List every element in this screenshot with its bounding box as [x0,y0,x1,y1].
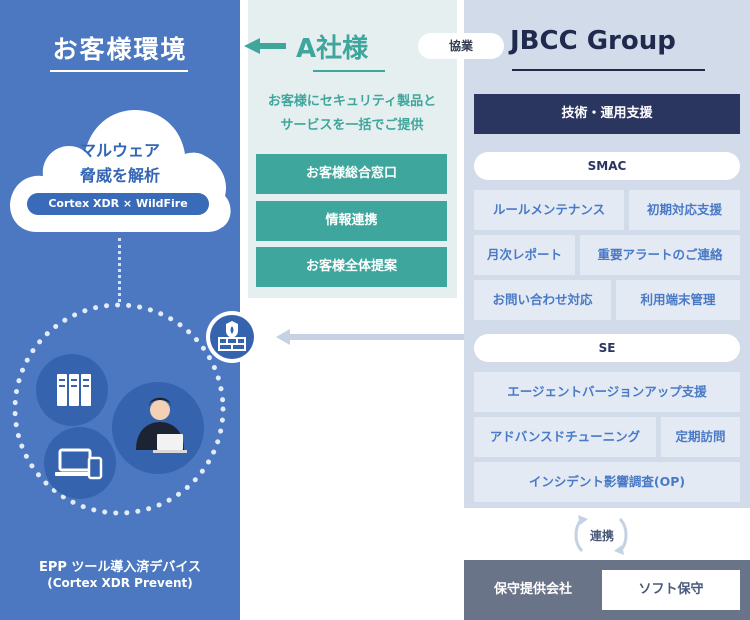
person-laptop-icon [112,382,204,474]
cortex-wildfire-badge: Cortex XDR × WildFire [27,193,209,215]
partnership-badge: 協業 [418,33,504,59]
epp-devices-label: EPP ツール導入済デバイス [38,560,202,575]
company-a-description: サービスを一括でご提供 [280,118,424,133]
collaboration-label: 連携 [589,529,614,543]
smac-critical-alert: 重要アラートのご連絡 [580,235,740,275]
smac-monthly-report: 月次レポート [474,235,575,275]
info-sharing-button: 情報連携 [256,201,447,241]
se-advanced-tuning: アドバンスドチューニング [474,417,656,457]
smac-inquiry-support: お問い合わせ対応 [474,280,611,320]
customer-environment-title: お客様環境 [52,35,188,64]
laptop-phone-icon [44,427,116,499]
jbcc-group-title: JBCC Group [510,26,676,56]
sync-arrows-icon [574,515,628,555]
cortex-prevent-label: (Cortex XDR Prevent) [47,576,193,590]
tech-ops-support-bar: 技術・運用支援 [474,94,740,134]
se-header: SE [474,334,740,362]
se-incident-investigation: インシデント影響調査(OP) [474,462,740,502]
smac-device-management: 利用端末管理 [616,280,740,320]
title-underline [512,69,705,71]
customer-environment-panel [0,0,240,620]
smac-header: SMAC [474,152,740,180]
smac-rule-maintenance: ルールメンテナンス [474,190,624,230]
server-icon [36,354,108,426]
company-a-description: お客様にセキュリティ製品と [267,94,437,109]
arrow-left-icon [244,38,286,54]
title-underline [50,70,188,72]
company-a-title: A社様 [296,34,369,64]
malware-label: マルウェア [79,141,160,160]
connector-dotted-line [118,238,121,302]
customer-contact-button: お客様総合窓口 [256,154,447,194]
firewall-icon [206,311,258,363]
arrow-left-icon [276,329,464,345]
smac-initial-response: 初期対応支援 [629,190,740,230]
device-group [12,302,226,516]
se-regular-visit: 定期訪問 [661,417,740,457]
title-underline [313,70,385,72]
threat-analysis-label: 脅威を解析 [79,166,160,185]
overall-proposal-button: お客様全体提案 [256,247,447,287]
software-maintenance-box: ソフト保守 [602,570,740,610]
se-agent-upgrade: エージェントバージョンアップ支援 [474,372,740,412]
maintenance-provider-label: 保守提供会社 [493,582,572,597]
